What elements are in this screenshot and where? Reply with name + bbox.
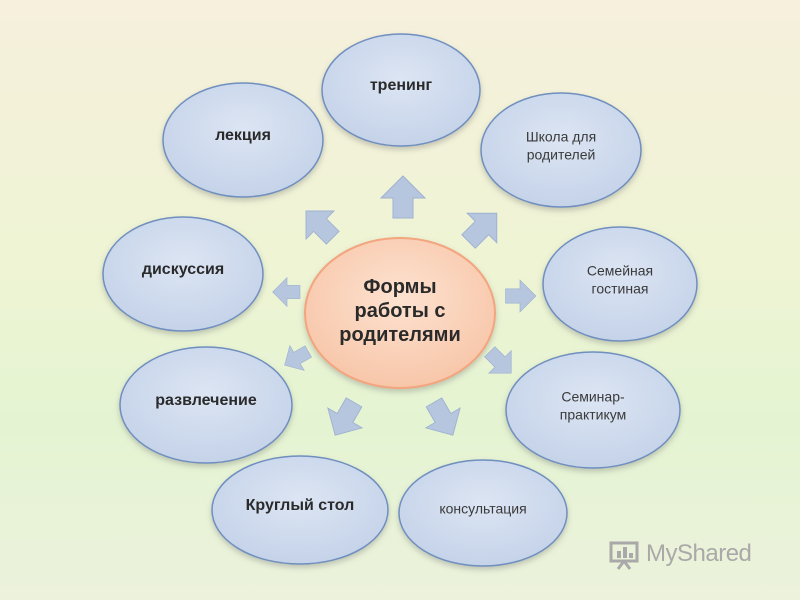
- watermark-text: MyShared: [646, 540, 752, 567]
- arrow-9: [305, 210, 340, 245]
- center-label-line: родителями: [339, 324, 461, 346]
- node-diskussiya-ellipse: [102, 216, 264, 332]
- node-shkola-ellipse: [480, 92, 642, 208]
- arrow-shape: [505, 279, 537, 313]
- node-kruglyi-stol-label: Круглый стол: [246, 496, 355, 516]
- node-trening-label: тренинг: [370, 76, 432, 96]
- node-label-line: Семинар-: [561, 388, 625, 405]
- node-label-line: родителей: [526, 146, 596, 162]
- node-diskussiya-label: дискуссия: [142, 260, 224, 280]
- node-gostinaya-ellipse: [542, 226, 698, 342]
- arrow-2: [461, 212, 498, 249]
- node-kruglyi-stol-ellipse: [211, 455, 389, 565]
- arrow-shape: [424, 397, 461, 436]
- arrow-shape: [461, 212, 498, 249]
- arrow-shape: [272, 276, 301, 308]
- arrow-shape: [284, 344, 312, 371]
- arrow-8: [272, 276, 301, 308]
- center-label-line: Формы: [363, 276, 437, 298]
- node-razvlechenie-ellipse: [119, 346, 293, 464]
- center-node-ellipse: [304, 237, 496, 389]
- nodes: [102, 33, 698, 567]
- arrow-4: [484, 346, 512, 374]
- arrow-shape: [484, 346, 512, 374]
- node-label-line: тренинг: [369, 77, 433, 94]
- arrows: [272, 175, 537, 436]
- center-node: [304, 237, 496, 389]
- presentation-chart-icon: [609, 541, 639, 570]
- arrow-3: [505, 279, 537, 313]
- node-label-line: лекция: [215, 127, 271, 144]
- watermark: MyShared: [608, 536, 752, 572]
- center-label-line: работы с: [354, 300, 446, 322]
- node-seminar-ellipse: [505, 351, 681, 469]
- arrow-shape: [305, 210, 340, 245]
- arrow-6: [327, 397, 364, 436]
- node-konsultaciya-ellipse: [398, 459, 568, 567]
- node-label-line: гостиная: [591, 280, 649, 296]
- node-lekciya-ellipse: [162, 82, 324, 198]
- arrow-7: [284, 344, 312, 371]
- arrow-shape: [327, 397, 364, 436]
- arrow-1: [379, 175, 427, 219]
- node-lekciya-label: лекция: [215, 126, 271, 146]
- arrow-5: [424, 397, 461, 436]
- node-label-line: консультация: [439, 500, 527, 517]
- node-label-line: развлечение: [155, 392, 257, 409]
- node-seminar-label: Семинар-практикум: [560, 389, 626, 424]
- node-konsultaciya-label: консультация: [439, 500, 526, 518]
- node-razvlechenie-label: развлечение: [155, 391, 256, 411]
- node-label-line: Школа для: [525, 128, 597, 145]
- arrow-shape: [379, 175, 427, 219]
- node-label-line: Круглый стол: [245, 497, 355, 514]
- node-label-line: Семейная: [586, 262, 654, 279]
- node-trening-ellipse: [321, 33, 481, 147]
- node-label-line: практикум: [559, 406, 627, 422]
- node-label-line: дискуссия: [141, 261, 225, 278]
